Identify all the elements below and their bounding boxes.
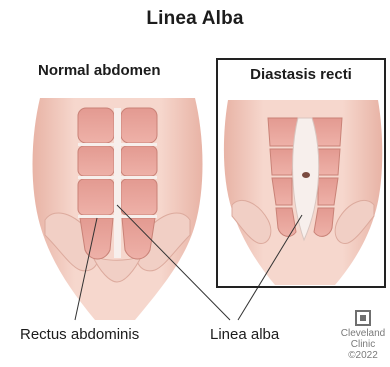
- diastasis-recti-label: Diastasis recti: [216, 66, 386, 83]
- cleveland-clinic-logo-icon: [355, 310, 371, 326]
- cleveland-clinic-logo: Cleveland Clinic ©2022: [336, 310, 390, 361]
- rectus-abdominis-label: Rectus abdominis: [20, 326, 139, 343]
- logo-copyright: ©2022: [336, 350, 390, 361]
- logo-line-1: Cleveland: [336, 328, 390, 339]
- linea-alba-normal: [114, 108, 121, 258]
- linea-alba-label: Linea alba: [210, 326, 279, 343]
- rectus-muscle-normal: [78, 108, 157, 259]
- logo-line-2: Clinic: [336, 339, 390, 350]
- diastasis-inset-frame: [216, 58, 386, 288]
